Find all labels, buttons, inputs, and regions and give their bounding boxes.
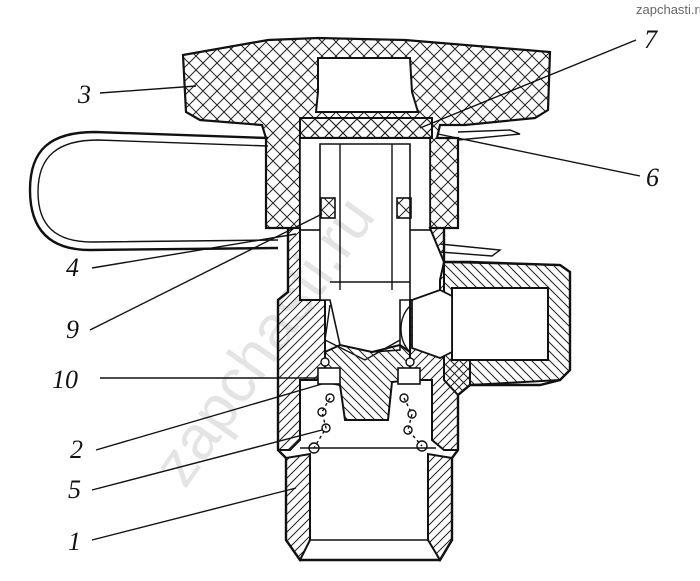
callout-5: 5 (68, 475, 81, 504)
gasket-plate-7 (299, 117, 433, 139)
callout-6: 6 (646, 163, 659, 192)
corner-watermark: zapchasti.ru (636, 2, 700, 17)
callout-4: 4 (66, 253, 79, 282)
callout-3: 3 (77, 80, 91, 109)
wire-guard-4 (28, 129, 521, 257)
side-outlet (390, 260, 571, 397)
spindle (319, 143, 411, 361)
o-ring-9 (320, 197, 412, 219)
callout-2: 2 (70, 435, 83, 464)
callout-1: 1 (68, 527, 81, 556)
callout-7: 7 (644, 25, 658, 54)
leader-lines (89, 39, 641, 541)
lower-shank-1 (285, 447, 453, 562)
callout-9: 9 (66, 315, 79, 344)
callout-10: 10 (52, 365, 78, 394)
valve-plug-2 (317, 343, 421, 421)
